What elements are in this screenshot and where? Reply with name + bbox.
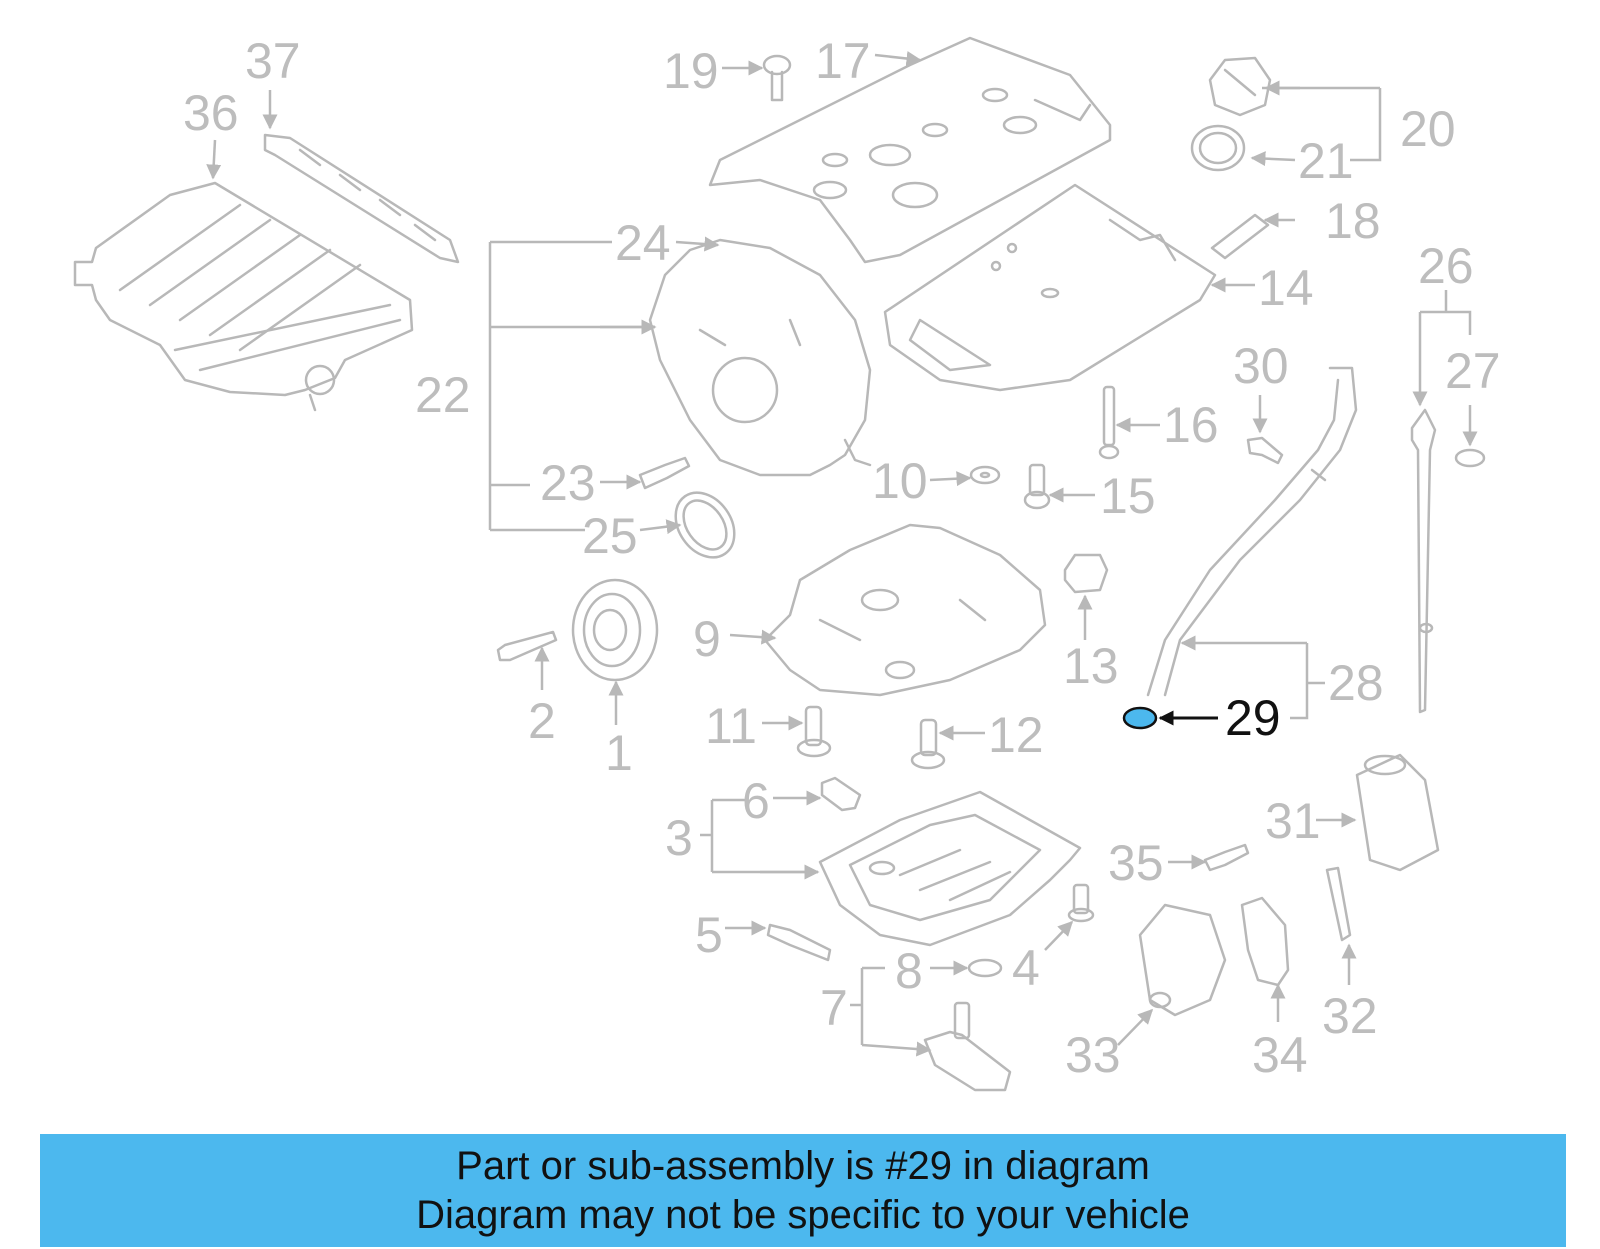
bolt-30 (1246, 436, 1284, 465)
bolt-35 (1203, 843, 1250, 872)
oil-pan (818, 790, 1082, 947)
callout-22: 22 (415, 367, 471, 423)
oil-cooler-33 (1138, 903, 1227, 1017)
upper-oil-pan (883, 183, 1217, 392)
callout-24: 24 (615, 215, 671, 271)
callout-33: 33 (1065, 1027, 1121, 1083)
bolt-4 (1067, 883, 1095, 923)
bracket-13 (1063, 553, 1109, 594)
oil-filter-31 (1355, 753, 1440, 872)
callout-34: 34 (1252, 1027, 1308, 1083)
drain-plug-5 (766, 923, 832, 962)
callout-1: 1 (605, 725, 633, 781)
callout-32: 32 (1322, 988, 1378, 1044)
bolt-12 (910, 718, 946, 770)
timing-cover (648, 238, 872, 477)
bolt-11 (796, 705, 832, 758)
callout-5: 5 (695, 907, 723, 963)
oil-filler-cap (1208, 56, 1272, 117)
callout-20: 20 (1400, 101, 1456, 157)
callout-30: 30 (1233, 338, 1289, 394)
bolt-16 (1098, 385, 1120, 460)
callout-16: 16 (1163, 397, 1219, 453)
callout-35: 35 (1108, 835, 1164, 891)
callout-28: 28 (1328, 655, 1384, 711)
cap-seal-21 (1190, 124, 1246, 172)
callout-6: 6 (742, 773, 770, 829)
o-ring-27 (1454, 448, 1486, 468)
highlight-seal-29 (1122, 706, 1158, 730)
callout-7: 7 (820, 980, 848, 1036)
bolt-23 (638, 456, 691, 490)
oil-level-sender-7 (923, 958, 1012, 1092)
callout-18: 18 (1325, 193, 1381, 249)
bolt-15 (1023, 463, 1051, 510)
intake-gasket (263, 133, 460, 264)
callout-27: 27 (1445, 343, 1501, 399)
callout-3: 3 (665, 810, 693, 866)
callout-37: 37 (245, 33, 301, 89)
callout-numbers: 1 2 3 4 5 6 7 8 9 10 11 12 13 14 15 16 1… (183, 33, 1501, 1083)
caption-line-1: Part or sub-assembly is #29 in diagram (456, 1144, 1150, 1188)
callout-31: 31 (1265, 793, 1321, 849)
pulley-bolt (496, 630, 558, 662)
callout-23: 23 (540, 455, 596, 511)
callout-13: 13 (1063, 638, 1119, 694)
callout-8: 8 (895, 943, 923, 999)
callout-12: 12 (988, 707, 1044, 763)
crank-seal (674, 491, 736, 559)
intake-manifold (73, 181, 414, 412)
callout-21: 21 (1298, 133, 1354, 189)
callout-14: 14 (1258, 260, 1314, 316)
dipstick-tube-28 (1146, 366, 1358, 697)
highlighted-part-29: 29 (1122, 690, 1281, 746)
washer-10 (969, 465, 1001, 485)
oil-level-sensor-6 (820, 776, 862, 812)
callout-9: 9 (693, 611, 721, 667)
caption-banner: Part or sub-assembly is #29 in diagram D… (40, 1134, 1566, 1247)
callout-36: 36 (183, 85, 239, 141)
callout-25: 25 (582, 508, 638, 564)
callout-10: 10 (872, 453, 928, 509)
bracket-34 (1240, 896, 1290, 987)
lower-crankcase (763, 523, 1047, 697)
callout-2: 2 (528, 693, 556, 749)
sensor-32 (1325, 866, 1352, 942)
caption-line-2: Diagram may not be specific to your vehi… (416, 1193, 1190, 1237)
callout-19: 19 (663, 43, 719, 99)
dipstick-26 (1410, 408, 1437, 714)
crank-pulley (571, 578, 659, 682)
callout-26: 26 (1418, 238, 1474, 294)
highlight-callout-29: 29 (1225, 690, 1281, 746)
callout-17: 17 (815, 33, 871, 89)
callout-15: 15 (1100, 468, 1156, 524)
bolt-19 (762, 54, 792, 102)
leader-lines (206, 51, 1478, 1057)
sensor-18 (1210, 213, 1270, 260)
callout-4: 4 (1012, 940, 1040, 996)
callout-11: 11 (705, 698, 757, 754)
